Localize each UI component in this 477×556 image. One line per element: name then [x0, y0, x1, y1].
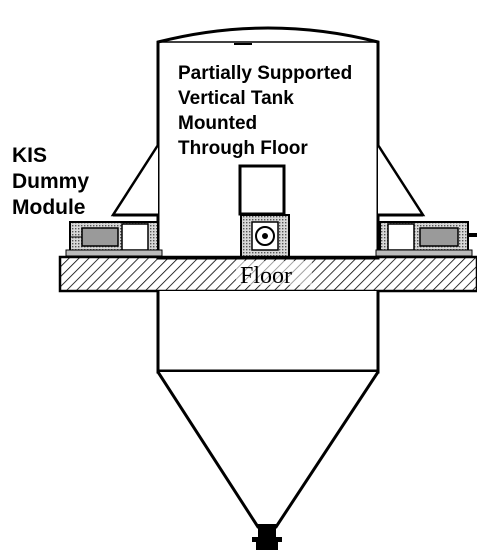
tank-label: Partially Supported Vertical Tank Mounte… [178, 63, 357, 159]
left-gusset [110, 144, 160, 217]
module-label-line-2: Dummy [12, 170, 89, 193]
tank-cone [156, 371, 380, 529]
floor-label-bg [236, 261, 312, 285]
module-label-line-3: Module [12, 196, 86, 219]
tank-label-line-4: Through Floor [178, 138, 308, 159]
module-label-line-1: KIS [12, 144, 47, 167]
module-label: KIS Dummy Module [12, 144, 95, 219]
center-load-cell [240, 214, 290, 258]
center-box [238, 164, 286, 216]
tank-label-line-1: Partially Supported [178, 63, 352, 84]
tank-label-line-2: Vertical Tank [178, 88, 294, 109]
floor-label: Floor [240, 263, 292, 289]
tank-lower-shell [156, 291, 380, 374]
left-load-cell [65, 221, 163, 257]
right-gusset [376, 144, 426, 217]
outlet-nozzle [252, 524, 282, 550]
right-load-cell [375, 221, 477, 257]
tank-label-line-3: Mounted [178, 113, 257, 134]
